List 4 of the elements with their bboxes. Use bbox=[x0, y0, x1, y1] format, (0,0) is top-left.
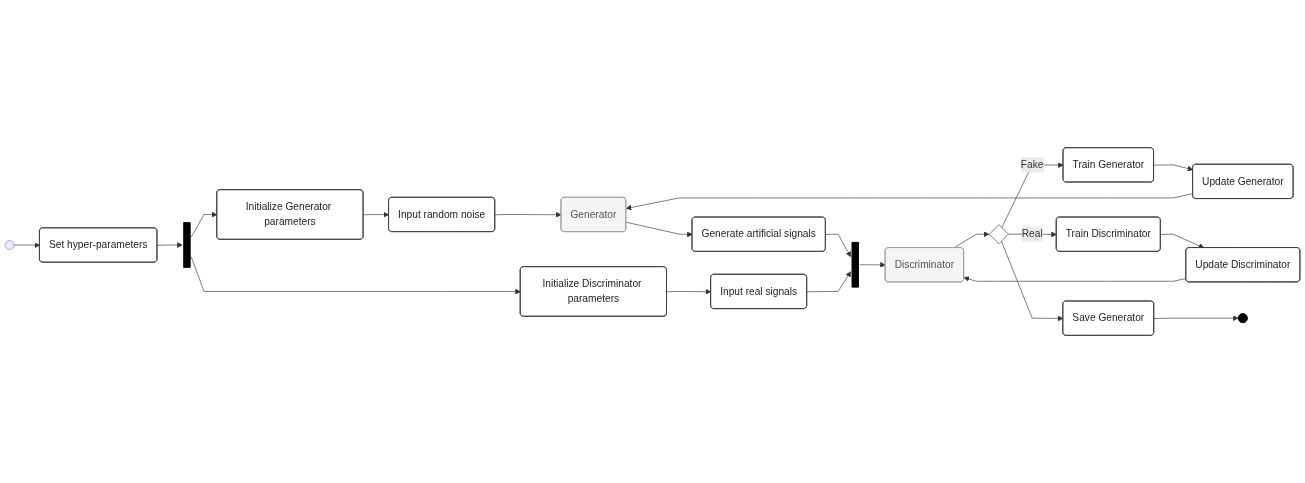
node-diamond bbox=[989, 224, 1009, 245]
node-circle bbox=[4, 240, 15, 250]
edge-label: Real bbox=[1021, 228, 1043, 240]
edge-label: Fake bbox=[1020, 159, 1044, 170]
